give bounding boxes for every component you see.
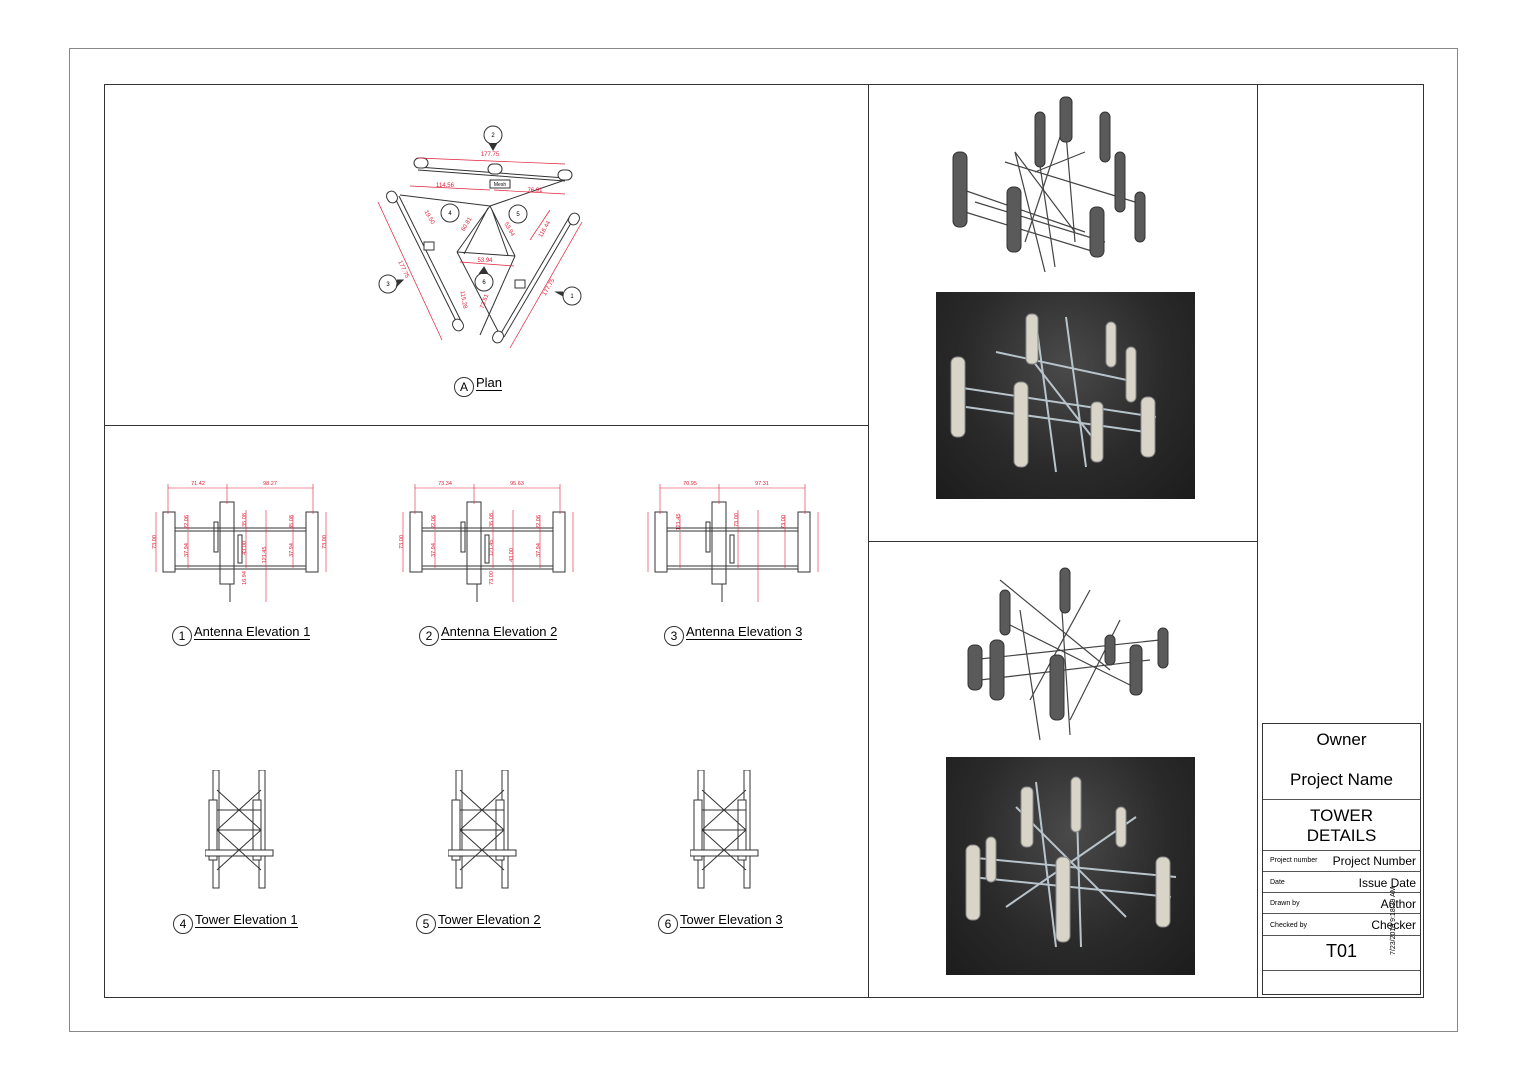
divider-v2	[1257, 84, 1258, 998]
elevation-dimension: 97.31	[755, 481, 769, 487]
elevation-dimension: 73.00	[489, 571, 495, 585]
view-title-label: Tower Elevation 2	[438, 912, 541, 928]
view-title-label: Tower Elevation 3	[680, 912, 783, 928]
view-title-label: Tower Elevation 1	[195, 912, 298, 928]
divider-h1	[104, 425, 868, 426]
view-title-label: Plan	[476, 375, 503, 391]
plan-dim: 60.81	[461, 216, 474, 233]
checked-by-label: Checked by	[1270, 922, 1307, 929]
elevation-dimension: 73.00	[399, 535, 405, 549]
view-marker-bubble: 4	[173, 914, 193, 934]
sheet-number: T01	[1325, 941, 1358, 961]
drawn-by-value: Author	[1380, 897, 1416, 911]
plan-dim: 73.51	[480, 293, 491, 310]
elevation-dimension: 35.08	[289, 515, 295, 529]
plan-callout: 6	[482, 280, 486, 286]
title-block: Owner Project Name TOWER DETAILS Project…	[1262, 723, 1421, 995]
drawn-by-label: Drawn by	[1270, 900, 1300, 907]
iso-view-bottom-wireframe	[967, 567, 1169, 741]
view-title-label: Antenna Elevation 1	[194, 624, 311, 640]
antenna-elevation-drawing: 71.42 98.27 22.06 35.08 35.08 37.94 43.00 121.4…	[152, 481, 328, 602]
date-value: Issue Date	[1358, 876, 1416, 890]
elevation-dimension: 70.95	[683, 481, 697, 487]
view-title-label: Antenna Elevation 3	[686, 624, 803, 640]
elevation-dimension: 22.06	[184, 515, 190, 529]
elevation-dimension: 73.00	[734, 513, 740, 527]
tower-elevation-drawing	[690, 770, 759, 889]
elevation-dimension: 121.45	[489, 540, 495, 557]
plan-callout: 4	[448, 211, 452, 217]
plan-dim: 177.75	[542, 277, 557, 296]
sheet-title-line1: TOWER	[1310, 806, 1373, 825]
elevation-dimension: 73.00	[322, 535, 328, 549]
elevation-dimension: 37.94	[431, 543, 437, 557]
checked-by-value: Checker	[1371, 918, 1416, 932]
plan-callout: 5	[516, 212, 520, 218]
print-timestamp: 7/23/2018 9:18:39 AM	[1390, 886, 1397, 956]
view-marker-bubble: 3	[664, 626, 684, 646]
divider-h2	[868, 541, 1257, 542]
elevation-dimension: 37.94	[184, 543, 190, 557]
elevation-dimension: 95.63	[510, 481, 524, 487]
plan-drawing: Mesh 177.75 114.56 76.91 177.75 177.75 1…	[377, 125, 583, 349]
iso-view-top-wireframe	[952, 96, 1146, 273]
plan-dim: 177.75	[481, 152, 500, 158]
elevation-dimension: 121.45	[262, 547, 268, 564]
date-label: Date	[1270, 879, 1285, 886]
elevation-dimension: 71.42	[191, 481, 205, 487]
plan-tag: Mesh	[494, 182, 506, 188]
elevation-dimension: 37.94	[289, 543, 295, 557]
elevation-dimension: 16.94	[242, 571, 248, 585]
view-marker-bubble: 5	[416, 914, 436, 934]
plan-dim: 53.94	[477, 258, 493, 264]
elevation-dimension: 22.06	[431, 515, 437, 529]
elevation-dimension: 35.08	[489, 513, 495, 527]
elevation-dimension: 73.00	[152, 535, 158, 549]
plan-dim: 76.91	[527, 188, 543, 194]
plan-callout: 3	[386, 282, 390, 288]
sheet-outer-border	[69, 48, 1458, 1032]
owner-field: Owner	[1316, 730, 1367, 749]
elevation-dimension: 73.34	[438, 481, 452, 487]
project-number-label: Project number	[1270, 857, 1318, 864]
elevation-dimension: 121.45	[676, 514, 682, 531]
elevation-dimension: 43.00	[509, 548, 515, 562]
view-title-label: Antenna Elevation 2	[441, 624, 558, 640]
antenna-elevation-drawing: 73.34 95.63 22.06 35.08 22.06 37.94 121.45 43.0…	[399, 481, 574, 602]
plan-callout: 1	[570, 294, 574, 300]
plan-dim: 19.50	[423, 209, 436, 226]
elevation-dimension: 37.94	[536, 543, 542, 557]
plan-dim: 177.75	[396, 260, 409, 280]
project-name-field: Project Name	[1290, 770, 1393, 789]
project-number-value: Project Number	[1332, 854, 1416, 868]
render-view-bottom	[946, 757, 1195, 975]
elevation-dimension: 43.00	[242, 541, 248, 555]
view-marker-bubble: A	[454, 377, 474, 397]
plan-dim: 115.28	[458, 290, 467, 309]
sheet-inner-border	[104, 84, 1424, 998]
antenna-elevation-drawing: 70.95 97.31 121.45 73.00 73.00	[647, 481, 819, 602]
view-marker-bubble: 1	[172, 626, 192, 646]
sheet-title-line2: DETAILS	[1306, 826, 1377, 845]
plan-dim: 116.44	[538, 220, 552, 239]
tower-elevation-drawing	[205, 770, 274, 889]
render-view-top	[936, 292, 1195, 499]
elevation-dimension: 73.00	[781, 515, 787, 529]
view-marker-bubble: 6	[658, 914, 678, 934]
plan-callout: 2	[491, 133, 495, 139]
view-marker-bubble: 2	[419, 626, 439, 646]
elevation-dimension: 22.06	[536, 515, 542, 529]
tower-elevation-drawing	[448, 770, 517, 889]
elevation-dimension: 35.08	[242, 513, 248, 527]
plan-dim: 114.56	[436, 183, 455, 189]
elevation-dimension: 98.27	[263, 481, 277, 487]
